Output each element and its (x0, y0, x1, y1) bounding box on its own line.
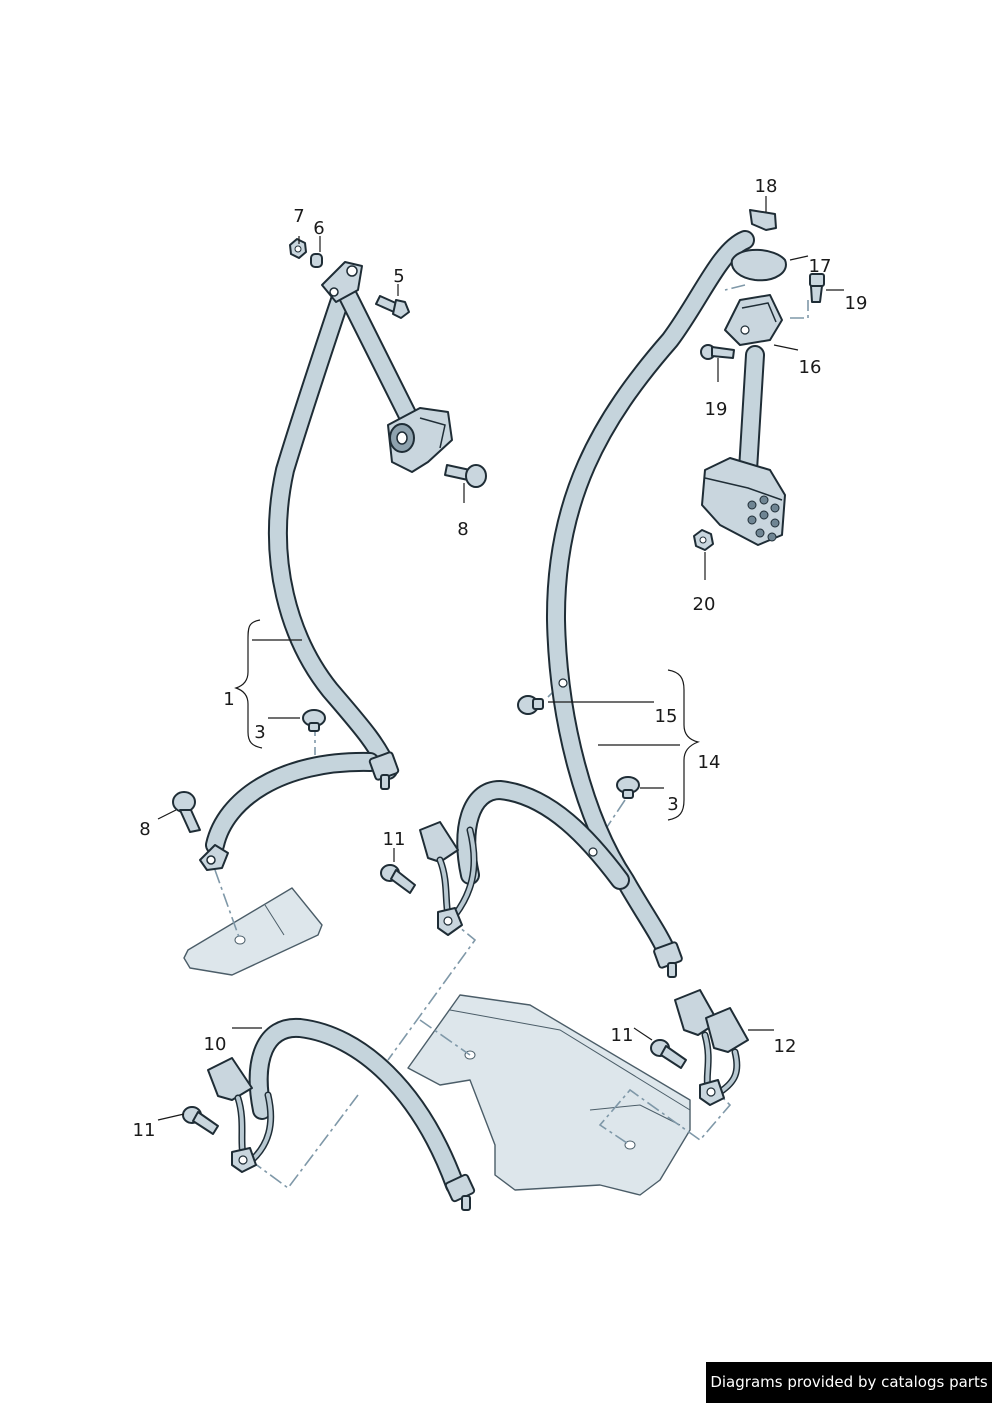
nut-7 (289, 238, 307, 259)
cap-3-right (616, 776, 640, 799)
label-14: 14 (698, 752, 721, 773)
label-16: 16 (799, 357, 822, 378)
cap-15 (517, 695, 544, 715)
label-8-upper: 8 (457, 519, 468, 540)
right-seat-belt (456, 230, 765, 978)
bolt-19 (700, 344, 735, 360)
upper-anchor-plate (321, 261, 363, 303)
label-11-right: 11 (611, 1025, 634, 1046)
height-adjuster-16 (724, 294, 783, 346)
label-6: 6 (313, 218, 324, 239)
label-18: 18 (755, 176, 778, 197)
belt-guide-ring (730, 248, 787, 282)
left-floor-bracket (183, 887, 323, 976)
label-3-left: 3 (254, 722, 265, 743)
label-3-right: 3 (667, 794, 678, 815)
spacer-6 (310, 253, 323, 268)
bolt-8-lower (172, 791, 201, 833)
bolt-17 (809, 273, 825, 303)
label-12: 12 (774, 1036, 797, 1057)
label-19-right: 19 (845, 293, 868, 314)
nut-20 (693, 529, 714, 551)
leader-lines (157, 196, 844, 1121)
label-10: 10 (204, 1034, 227, 1055)
buckle-11-left (182, 1057, 275, 1173)
buckle-11-center (380, 821, 478, 936)
label-20: 20 (693, 594, 716, 615)
left-anchor-eyelet (199, 844, 229, 871)
label-15: 15 (655, 706, 678, 727)
cap-3-left (302, 709, 326, 732)
left-seat-belt (205, 280, 420, 855)
bolt-8-upper (444, 464, 487, 488)
label-1: 1 (223, 689, 234, 710)
label-11-center: 11 (383, 829, 406, 850)
double-buckle-12 (650, 989, 749, 1106)
left-lap-belt-10 (248, 1017, 476, 1211)
label-11-left: 11 (133, 1120, 156, 1141)
bolt-5 (375, 295, 410, 319)
label-5: 5 (393, 266, 404, 287)
belt-guide-18 (749, 209, 777, 231)
part-labels: 7 6 5 8 1 3 8 11 10 11 11 12 15 14 3 18 … (133, 176, 868, 1141)
label-17: 17 (809, 256, 832, 277)
label-8-lower: 8 (139, 819, 150, 840)
label-19-left: 19 (705, 399, 728, 420)
left-retractor (387, 407, 453, 473)
label-7: 7 (293, 206, 304, 227)
credit-banner: Diagrams provided by catalogs parts (706, 1362, 992, 1403)
right-retractor (701, 457, 786, 546)
